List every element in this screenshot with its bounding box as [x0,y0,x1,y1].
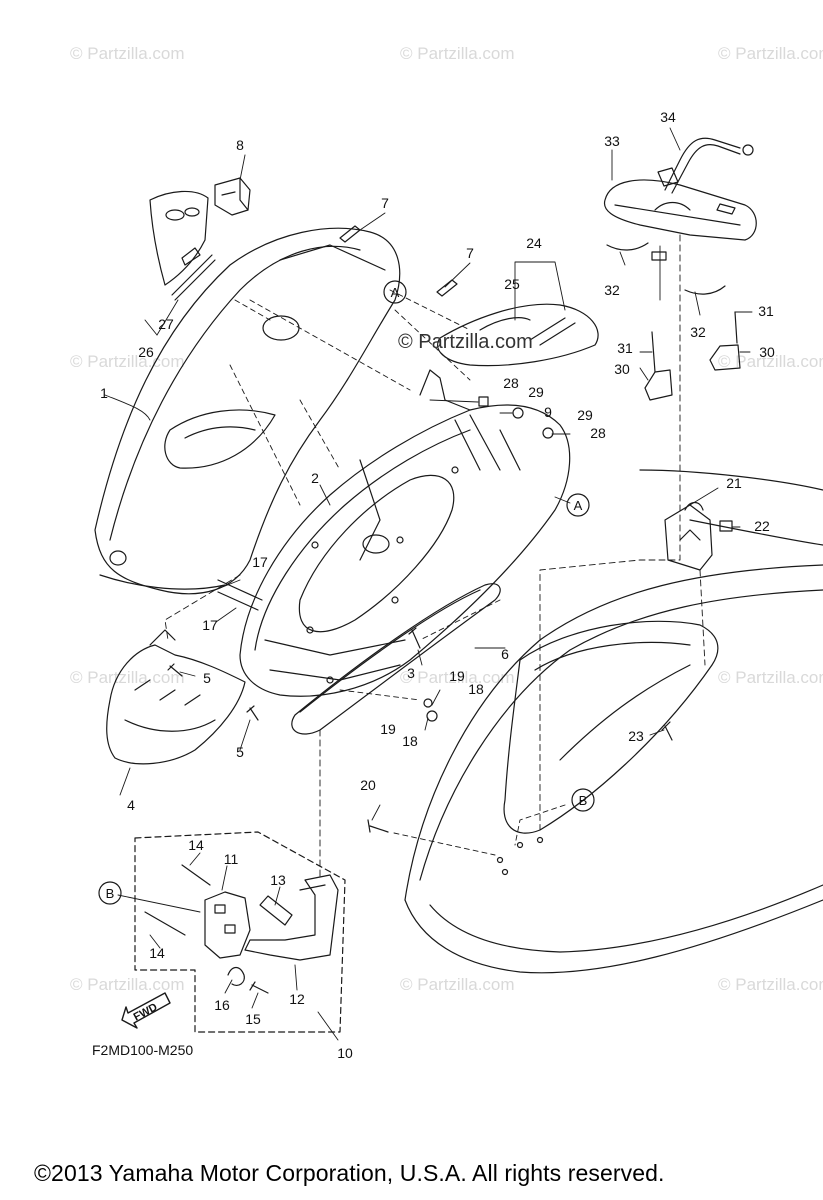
watermark: © Partzilla.com [70,975,185,994]
callout-19: 19 [449,668,465,684]
callout-20: 20 [360,777,376,793]
part-20-screw [367,819,389,833]
fwd-arrow-icon [121,992,171,1029]
part-28-nut [478,396,489,407]
callout-33: 33 [604,133,620,149]
ref-marker-label: A [574,498,583,513]
part-24-pad [437,303,599,367]
callout-27: 27 [158,316,174,332]
callout-31: 31 [758,303,774,319]
part-17-bolt [217,579,263,601]
callout-32: 32 [690,324,706,340]
ref-marker-a [566,493,590,517]
callout-18: 18 [402,733,418,749]
callout-17: 17 [202,617,218,633]
watermark: © Partzilla.com [70,352,185,371]
callout-28: 28 [503,375,519,391]
callout-5: 5 [236,744,244,760]
boarding-step-assembly [134,831,346,1033]
watermark: © Partzilla.com [718,668,823,687]
part-29-washer [542,427,554,439]
leader-lines [104,127,753,1041]
diagram-code: F2MD100-M250 [92,1042,194,1058]
callout-13: 13 [270,872,286,888]
callout-11: 11 [224,851,239,867]
part-33-handle [603,179,757,241]
callout-22: 22 [754,518,770,534]
part-18-nut [426,710,438,722]
callout-23: 23 [628,728,644,744]
part-23-screw [661,721,673,741]
callout-9: 9 [544,404,552,420]
callout-21: 21 [726,475,742,491]
part-4-front-cover [106,629,246,765]
callout-29: 29 [528,384,544,400]
callout-24: 24 [526,235,542,251]
callout-29: 29 [577,407,593,423]
callout-26: 26 [138,344,154,360]
watermark: © Partzilla.com [718,352,823,371]
callout-10: 10 [337,1045,353,1061]
ref-marker-label: B [579,793,588,808]
watermark-center: © Partzilla.com [398,331,533,353]
watermark: © Partzilla.com [400,668,515,687]
callout-7: 7 [381,195,389,211]
callout-12: 12 [289,991,305,1007]
fwd-label: FWD [132,1001,160,1023]
callout-30: 30 [759,344,775,360]
ref-marker-label: A [391,285,400,300]
callout-5: 5 [203,670,211,686]
callout-25: 25 [504,276,520,292]
part-32-bracket [606,242,726,295]
callout-3: 3 [407,665,415,681]
watermark: © Partzilla.com [400,44,515,63]
callout-28: 28 [590,425,606,441]
callout-17: 17 [252,554,268,570]
callout-6: 6 [501,646,509,662]
callout-4: 4 [127,797,135,813]
callout-8: 8 [236,137,244,153]
part-19-washer [423,698,433,708]
watermark: © Partzilla.com [718,44,823,63]
callout-34: 34 [660,109,676,125]
callout-31: 31 [617,340,633,356]
callout-18: 18 [468,681,484,697]
part-2-storage-liner [239,369,571,697]
hull-deck [404,469,823,974]
watermark: © Partzilla.com [70,668,185,687]
ref-marker-b [571,788,595,812]
part-9-bolt [512,407,524,419]
ref-marker-a [383,280,407,304]
part-31-bolt [734,311,738,344]
callout-7: 7 [466,245,474,261]
callout-32: 32 [604,282,620,298]
ref-marker-label: B [106,886,115,901]
part-5-screw [246,705,259,721]
part-6-seal [291,583,501,735]
callout-14: 14 [188,837,204,853]
watermark: © Partzilla.com [70,44,185,63]
ref-marker-b [98,881,122,905]
callout-2: 2 [311,470,319,486]
callout-14: 14 [149,945,165,961]
part-34-strap [657,137,754,194]
watermark: © Partzilla.com [718,975,823,994]
watermark: © Partzilla.com [400,975,515,994]
part-31-bolt [651,331,656,373]
callout-15: 15 [245,1011,261,1027]
callout-1: 1 [100,385,108,401]
part-3-bolt [408,627,421,649]
part-7-clip [436,279,458,297]
part-5-screw [167,663,183,677]
callout-19: 19 [380,721,396,737]
part-26-side-panel [149,190,216,301]
callout-30: 30 [614,361,630,377]
part-8-switch [214,177,251,216]
part-17-bolt [217,591,259,611]
part-30-clamp [644,344,741,401]
part-22-clip [719,520,733,532]
callout-16: 16 [214,997,230,1013]
copyright-notice: ©2013 Yamaha Motor Corporation, U.S.A. A… [34,1160,665,1186]
